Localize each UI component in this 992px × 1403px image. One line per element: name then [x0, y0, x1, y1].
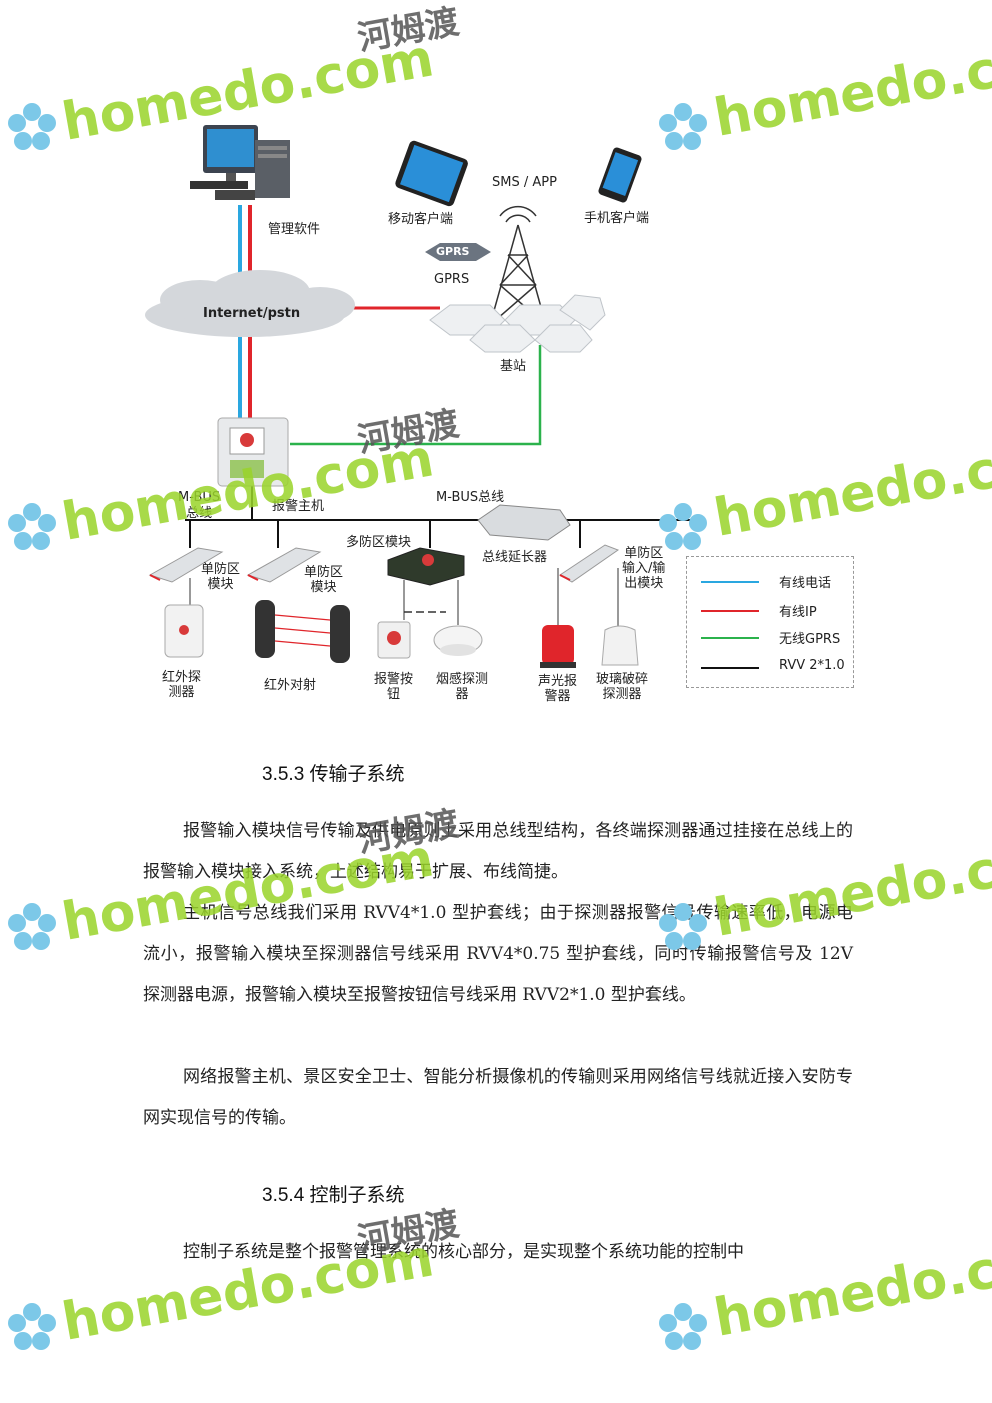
label-alarm-button: 报警按 钮 [374, 672, 414, 702]
gprs-badge [425, 243, 491, 261]
label-mbus-bus: M-BUS总线 [436, 490, 505, 505]
label-gprs: GPRS [434, 272, 470, 287]
legend-item: 无线GPRS [701, 627, 851, 647]
watermark-logo: homedo.com 河姆渡 [8, 1204, 462, 1353]
legend-swatch [701, 581, 759, 583]
legend-swatch [701, 610, 759, 612]
base-station-cells [429, 294, 606, 353]
flower-icon [8, 903, 56, 950]
single-zone-module-icon [148, 547, 224, 583]
legend-item: 有线电话 [701, 571, 851, 591]
smoke-detector-icon [433, 625, 483, 656]
paragraph: 网络报警主机、景区安全卫士、智能分析摄像机的传输则采用网络信号线就近接入安防专网… [143, 1067, 853, 1128]
paragraph: 主机信号总线我们采用 RVV4*1.0 型护套线；由于探测器报警信号传输速率低，… [143, 903, 853, 1005]
alarm-button-icon [377, 621, 411, 659]
legend-label: 有线电话 [779, 576, 832, 591]
computer-icon [190, 125, 290, 200]
section-heading: 3.5.4 控制子系统 [262, 1185, 405, 1206]
label-bus-extender: 总线延长器 [482, 550, 548, 565]
tablet-icon [395, 140, 468, 207]
label-internet: Internet/pstn [203, 306, 301, 321]
ir-beam-icon [255, 600, 350, 663]
legend-label: 有线IP [779, 605, 817, 620]
network-diagram: 管理软件 移动客户端 SMS / APP 手机客户端 GPRS GPRS Int… [145, 125, 854, 704]
glass-break-detector-icon [601, 625, 639, 666]
flower-icon [8, 1303, 56, 1350]
label-single-zone-io: 单防区 输入/输 出模块 [622, 546, 666, 591]
gprs-line [290, 345, 542, 446]
label-ir-beam: 红外对射 [264, 678, 317, 693]
legend-swatch [701, 637, 759, 639]
legend: 有线电话 有线IP 无线GPRS RVV 2*1.0 [686, 556, 854, 688]
label-multi-zone: 多防区模块 [346, 535, 412, 550]
label-alarm-host: 报警主机 [272, 499, 325, 514]
label-sms-app: SMS / APP [492, 175, 557, 190]
label-mbus-left: M-BUS 总线 [178, 490, 221, 521]
label-siren: 声光报 警器 [538, 674, 578, 704]
phone-icon [598, 147, 642, 203]
single-zone-io-module-icon [559, 544, 620, 583]
legend-item: 有线IP [701, 600, 851, 620]
label-smoke-detector: 烟感探测 器 [436, 672, 489, 702]
label-base-station: 基站 [500, 359, 527, 374]
internet-cloud [145, 270, 355, 337]
alarm-host-icon [217, 417, 289, 487]
label-phone-client: 手机客户端 [584, 211, 650, 226]
label-single-zone-2: 单防区 模块 [304, 565, 344, 595]
label-gprs-badge: GPRS [436, 245, 470, 258]
legend-label: 无线GPRS [779, 632, 841, 647]
multi-zone-module-icon [387, 547, 465, 586]
single-zone-module-icon [246, 547, 322, 583]
flower-icon [659, 1303, 707, 1350]
label-software: 管理软件 [268, 222, 321, 237]
label-single-zone-1: 单防区 模块 [201, 562, 241, 592]
ir-detector-icon [164, 604, 204, 658]
label-ir-detector: 红外探 测器 [162, 670, 202, 700]
section-heading: 3.5.3 传输子系统 [262, 764, 405, 785]
paragraph: 报警输入模块信号传输及供电原则上采用总线型结构，各终端探测器通过挂接在总线上的报… [143, 821, 853, 882]
legend-item: RVV 2*1.0 [701, 657, 851, 677]
label-mobile-client: 移动客户端 [388, 212, 454, 227]
diagram-svg [145, 125, 690, 668]
legend-swatch [701, 667, 759, 669]
siren-icon [540, 625, 576, 668]
paragraph: 控制子系统是整个报警管理系统的核心部分，是实现整个系统功能的控制中 [183, 1242, 744, 1262]
bus-extender-icon [477, 504, 571, 541]
label-glass-break: 玻璃破碎 探测器 [596, 672, 649, 702]
legend-label: RVV 2*1.0 [779, 658, 845, 673]
